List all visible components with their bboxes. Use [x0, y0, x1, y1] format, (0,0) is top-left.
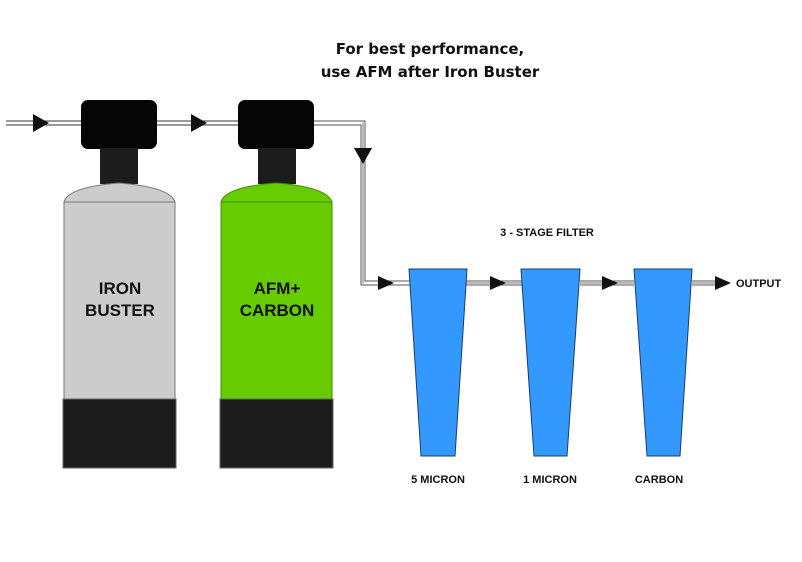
flow-arrows [33, 114, 731, 290]
title-line-1: For best performance, [336, 40, 525, 58]
filter-cartridge-shape [520, 268, 581, 457]
tank-neck [100, 148, 138, 184]
tank-label-line-2: CARBON [240, 301, 315, 320]
filter-cartridge-carbon: CARBON [633, 268, 693, 486]
filter-cartridge-1-micron: 1 MICRON [520, 268, 581, 486]
tank-body [63, 201, 176, 400]
tank-body [220, 201, 333, 400]
filter-label: 5 MICRON [411, 474, 465, 486]
arrow-right-icon [33, 114, 49, 132]
tank-label-line-1: AFM+ [254, 279, 301, 298]
filter-cartridge-shape [633, 268, 693, 457]
filter-label: CARBON [635, 474, 683, 486]
control-head [81, 100, 157, 149]
outlet-pipe [692, 280, 718, 286]
tank-neck [258, 148, 296, 184]
tank-dome [220, 182, 333, 203]
tank-label-line-1: IRON [99, 279, 142, 298]
output-label: OUTPUT [736, 278, 782, 290]
filter-cartridge-shape [408, 268, 468, 457]
tank-iron-buster: IRON BUSTER [62, 100, 177, 469]
title-line-2: use AFM after Iron Buster [321, 63, 540, 81]
tank-base [219, 398, 334, 469]
filter-label: 1 MICRON [523, 474, 577, 486]
filter-cartridge-5-micron: 5 MICRON [408, 268, 468, 486]
tank-dome [63, 182, 176, 203]
tank-base [62, 398, 177, 469]
arrow-right-icon [378, 276, 394, 290]
arrow-right-icon [490, 276, 506, 290]
control-head [238, 100, 314, 149]
tank-afm-carbon: AFM+ CARBON [219, 100, 334, 469]
arrow-right-icon [715, 276, 731, 290]
arrow-right-icon [191, 114, 207, 132]
arrow-right-icon [602, 276, 618, 290]
tank-label-line-2: BUSTER [85, 301, 155, 320]
stage-filter-heading: 3 - STAGE FILTER [500, 227, 594, 239]
arrow-down-icon [354, 148, 372, 164]
